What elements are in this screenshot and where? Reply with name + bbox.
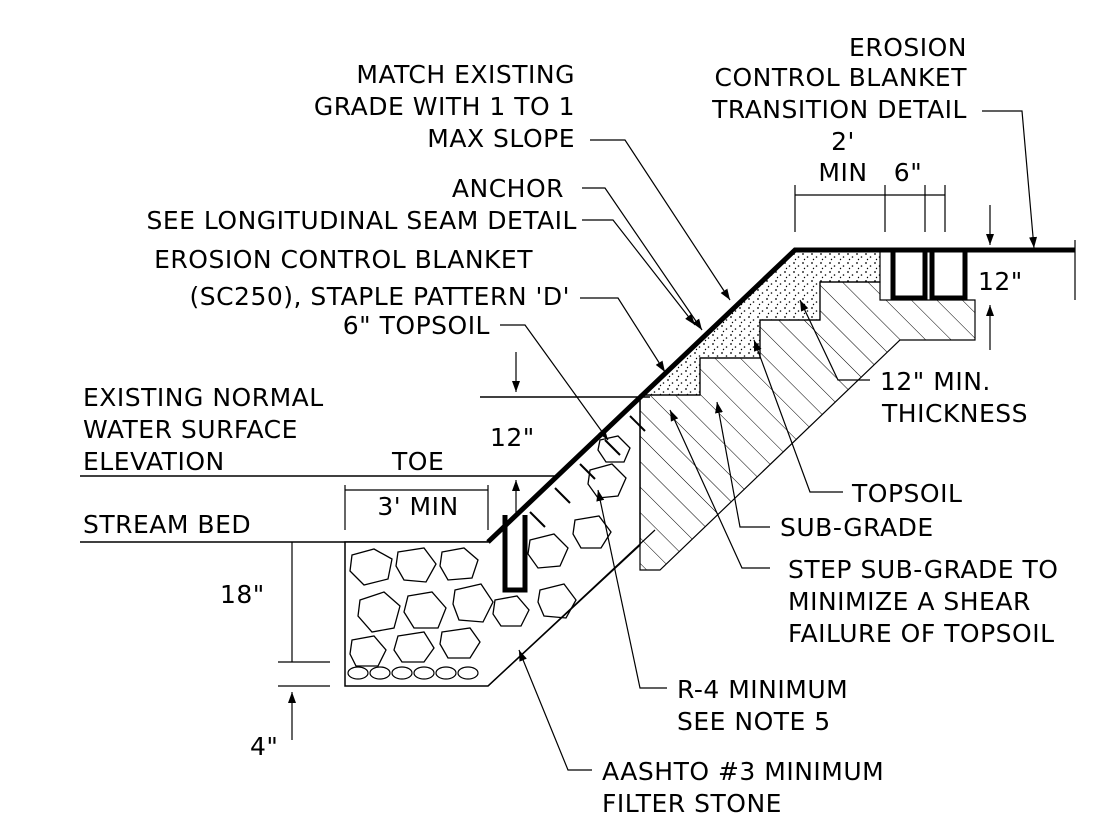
label-ecb-transition-3: TRANSITION DETAIL [711, 95, 967, 124]
label-water-1: EXISTING NORMAL [83, 383, 324, 412]
label-match-grade-1: MATCH EXISTING [356, 60, 575, 89]
filter-stone-lining [487, 529, 656, 687]
label-sub-grade: SUB-GRADE [780, 513, 934, 542]
anchor-trench-1 [890, 252, 928, 301]
label-topsoil: TOPSOIL [851, 479, 962, 508]
label-water-2: WATER SURFACE [83, 415, 298, 444]
label-step-3: FAILURE OF TOPSOIL [788, 619, 1055, 648]
riprap-stones [349, 435, 631, 667]
label-riprap-2: SEE NOTE 5 [677, 707, 831, 736]
staple-marks [529, 415, 646, 528]
label-ecb-1: EROSION CONTROL BLANKET [154, 245, 533, 274]
label-seam-detail: SEE LONGITUDINAL SEAM DETAIL [146, 206, 577, 235]
label-min-thickness-2: THICKNESS [881, 399, 1028, 428]
blanket-slope [486, 247, 1075, 544]
label-riprap-1: R-4 MINIMUM [677, 675, 848, 704]
dim-six-in: 6" [894, 158, 922, 187]
dim-four-in: 4" [250, 732, 278, 761]
leader-lines [500, 110, 1038, 771]
label-step-2: MINIMIZE A SHEAR [788, 587, 1031, 616]
dim-two-ft: 2' [831, 127, 855, 156]
erosion-control-blanket [502, 515, 528, 593]
dim-eighteen-in: 18" [220, 580, 265, 609]
label-filter-1: AASHTO #3 MINIMUM [602, 757, 884, 786]
label-step-1: STEP SUB-GRADE TO [788, 555, 1059, 584]
label-ecb-transition-2: CONTROL BLANKET [715, 63, 968, 92]
label-ecb-2: (SC250), STAPLE PATTERN 'D' [189, 282, 570, 311]
dim-twelve-in-left: 12" [490, 423, 535, 452]
dim-min: MIN [818, 158, 867, 187]
label-water-3: ELEVATION [83, 447, 225, 476]
filter-stones [347, 666, 479, 680]
label-min-thickness-1: 12" MIN. [880, 367, 991, 396]
dim-three-ft-min: 3' MIN [377, 492, 458, 521]
anchor-trench-2 [929, 252, 968, 301]
label-anchor: ANCHOR [452, 174, 564, 203]
label-stream-bed: STREAM BED [83, 510, 251, 539]
label-ecb-transition-1: EROSION [849, 33, 967, 62]
label-match-grade-2: GRADE WITH 1 TO 1 [314, 92, 575, 121]
label-match-grade-3: MAX SLOPE [427, 124, 575, 153]
label-filter-2: FILTER STONE [602, 789, 782, 818]
label-toe: TOE [391, 447, 444, 476]
dim-twelve-in-top: 12" [978, 267, 1023, 296]
label-topsoil-6: 6" TOPSOIL [343, 311, 490, 340]
